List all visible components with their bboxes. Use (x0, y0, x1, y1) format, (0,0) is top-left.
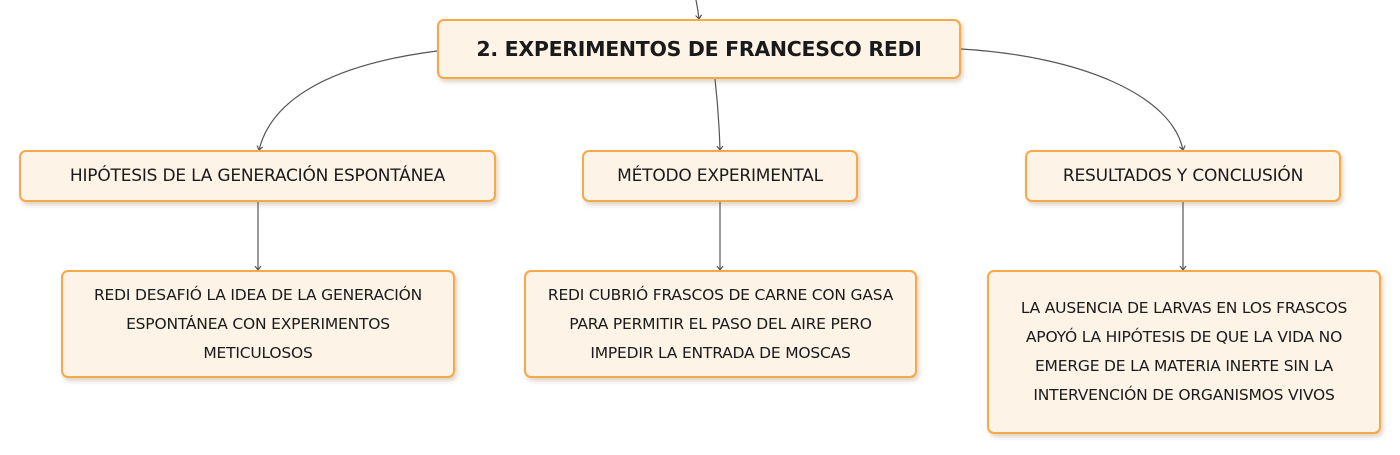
detail-text-hipotesis: REDI DESAFIÓ LA IDEA DE LA GENERACIÓN ES… (93, 285, 423, 362)
detail-text-metodo: REDI CUBRIÓ FRASCOS DE CARNE CON GASA PA… (547, 285, 894, 362)
branch-label-hipotesis: HIPÓTESIS DE LA GENERACIÓN ESPONTÁNEA (69, 166, 446, 186)
branch-label-resultados: RESULTADOS Y CONCLUSIÓN (1062, 166, 1304, 186)
branch-node-hipotesis[interactable]: HIPÓTESIS DE LA GENERACIÓN ESPONTÁNEA (19, 150, 496, 202)
detail-node-metodo[interactable]: REDI CUBRIÓ FRASCOS DE CARNE CON GASA PA… (524, 270, 917, 378)
detail-text-resultados: LA AUSENCIA DE LARVAS EN LOS FRASCOS APO… (1020, 299, 1348, 404)
branch-node-resultados[interactable]: RESULTADOS Y CONCLUSIÓN (1025, 150, 1341, 202)
branch-label-metodo: MÉTODO EXPERIMENTAL (617, 166, 823, 186)
root-topic-node[interactable]: 2. EXPERIMENTOS DE FRANCESCO REDI (437, 19, 961, 79)
connector-root-to-metodo (714, 78, 720, 150)
connector-root-to-hipotesis (259, 50, 438, 150)
branch-node-metodo[interactable]: MÉTODO EXPERIMENTAL (582, 150, 858, 202)
connector-parent-to-root (696, 0, 699, 19)
connector-root-to-resultados (960, 48, 1183, 150)
root-topic-label: 2. EXPERIMENTOS DE FRANCESCO REDI (476, 37, 922, 61)
detail-node-hipotesis[interactable]: REDI DESAFIÓ LA IDEA DE LA GENERACIÓN ES… (61, 270, 455, 378)
detail-node-resultados[interactable]: LA AUSENCIA DE LARVAS EN LOS FRASCOS APO… (987, 270, 1381, 434)
